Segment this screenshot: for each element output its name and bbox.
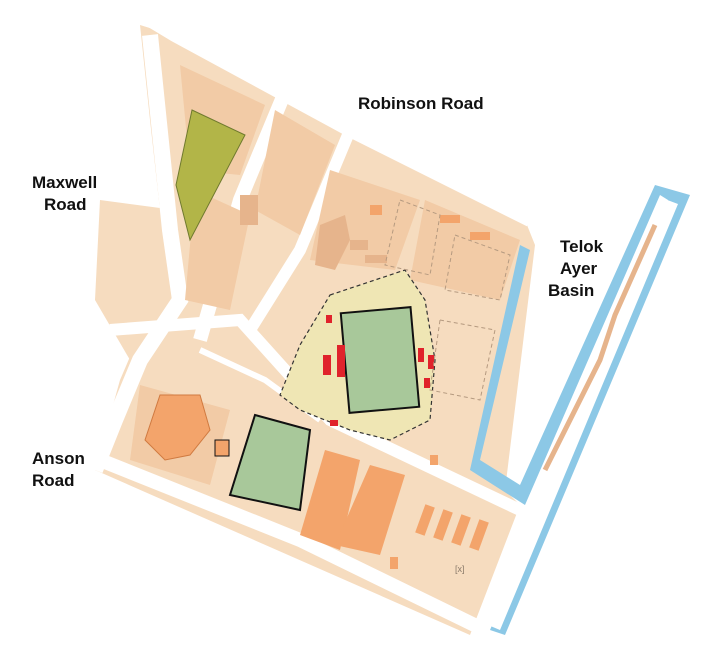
maxwell-line-1: Maxwell [32,173,98,192]
red-building-1 [323,355,331,375]
diagonal-road [109,313,523,516]
red-building-7 [330,420,338,426]
small-block-4 [390,557,398,569]
small-block-1 [370,205,382,215]
stadium-field [339,306,421,414]
plot-n1 [255,110,335,235]
warehouse-3 [451,514,471,546]
anson-road-label: Anson Road [32,448,85,492]
plate-mark: [x] [455,564,465,574]
tan-building-a [350,240,368,250]
red-building-6 [326,315,332,323]
red-building-3 [418,348,424,362]
telok-line-3: Basin [548,281,595,300]
lot-dashed-lines [384,199,511,401]
warehouse-2 [433,509,453,541]
pier-strip [542,223,658,472]
red-building-5 [424,378,430,388]
maxwell-road-label: Maxwell Road [32,172,97,216]
plot-w2 [185,190,250,310]
green-field-south [228,413,312,512]
tan-building-c [240,195,258,225]
robinson-road-text: Robinson Road [358,94,484,113]
robinson-road-label: Robinson Road [358,93,484,115]
maxwell-line-2: Road [44,195,87,214]
plot-e1 [410,200,520,300]
anson-road [97,453,499,642]
cross-road-2 [244,127,356,334]
small-block-3 [470,232,490,240]
telok-line-1: Telok [560,237,604,256]
basin-pier [488,198,678,630]
anson-line-1: Anson [32,449,85,468]
olive-park [175,109,246,242]
red-building-2 [337,345,345,377]
anson-line-2: Road [32,471,75,490]
telok-ayer-basin-label: Telok Ayer Basin [548,236,603,302]
tan-building-b [365,255,387,263]
telok-line-2: Ayer [560,259,598,278]
robinson-road [146,13,534,227]
tan-building-cluster [315,215,350,270]
red-building-4 [428,355,434,369]
orange-block-s2 [335,465,405,555]
orange-block-sw [144,394,211,461]
small-block-2 [440,215,460,223]
small-block-5 [430,455,438,465]
warehouse-4 [469,519,489,551]
orange-block-small [214,439,230,457]
warehouse-1 [415,504,435,536]
